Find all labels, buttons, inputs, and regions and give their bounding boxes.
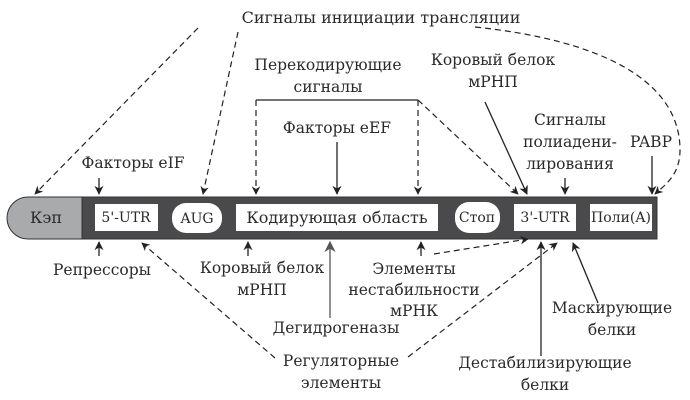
instability-label-3: мРНК [390,302,438,320]
regulatory-label-2: элементы [301,374,381,392]
polya-label: Поли(A) [591,210,651,226]
arrow-recoding-to-utr3 [417,99,519,195]
arrow-regul-to-utr3 [407,242,558,358]
pabp-label: PABP [630,133,672,151]
core-protein-bottom-label-1: Коровый белок [200,259,325,277]
coding-box [236,204,438,231]
instability-label-1: Элементы [372,260,455,278]
masking-label-2: белки [588,321,636,339]
masking-label-1: Маскирующие [552,299,672,317]
utr3-box [514,204,576,231]
utr5-label: 5'-UTR [101,210,151,226]
utr5-box [95,204,158,231]
aug-label: AUG [179,211,213,227]
polyad-signals-label-1: Сигналы [534,111,606,129]
destabilizing-label-1: Дестабилизирующие [458,354,631,372]
repressors-label: Репрессоры [53,261,151,279]
mrna-strand: Кэп 5'-UTR AUG Кодирующая область Стоп 3… [6,196,658,240]
eef-factors-label: Факторы eEF [283,119,391,137]
stop-box [455,202,500,233]
polyad-signals-label-2: полиадени- [523,133,617,151]
eif-factors-label: Факторы eIF [82,154,185,172]
recoding-signals-label-1: Перекодирующие [254,56,401,74]
cap-label: Кэп [30,208,62,227]
arrow-init-to-cap [34,27,199,195]
arrow-init-to-polya [474,26,681,195]
polyad-signals-label-3: лирования [526,155,614,173]
destabilizing-label-2: белки [521,376,569,394]
regulatory-label-1: Регуляторные [283,352,399,370]
arrow-core-top [484,101,528,195]
core-protein-bottom-label-2: мРНП [237,281,287,299]
core-protein-top-label-1: Коровый белок [431,51,556,69]
arrow-instab-to-utr3 [433,236,529,255]
dehydrogenases-label: Дегидрогеназы [273,319,400,337]
coding-label: Кодирующая область [246,208,427,227]
initiation-signals-label: Сигналы инициации трансляции [242,8,521,27]
stop-label: Стоп [459,210,495,226]
aug-box [172,203,222,233]
recoding-signals-label-2: сигналы [294,78,363,96]
core-protein-top-label-2: мРНП [468,73,518,91]
arrow-masking [571,242,599,304]
utr3-label: 3'-UTR [520,210,570,226]
cap-region [6,196,83,240]
arrow-init-to-aug [200,31,239,195]
instability-label-2: нестабильности [348,281,479,299]
polya-box [590,204,652,231]
